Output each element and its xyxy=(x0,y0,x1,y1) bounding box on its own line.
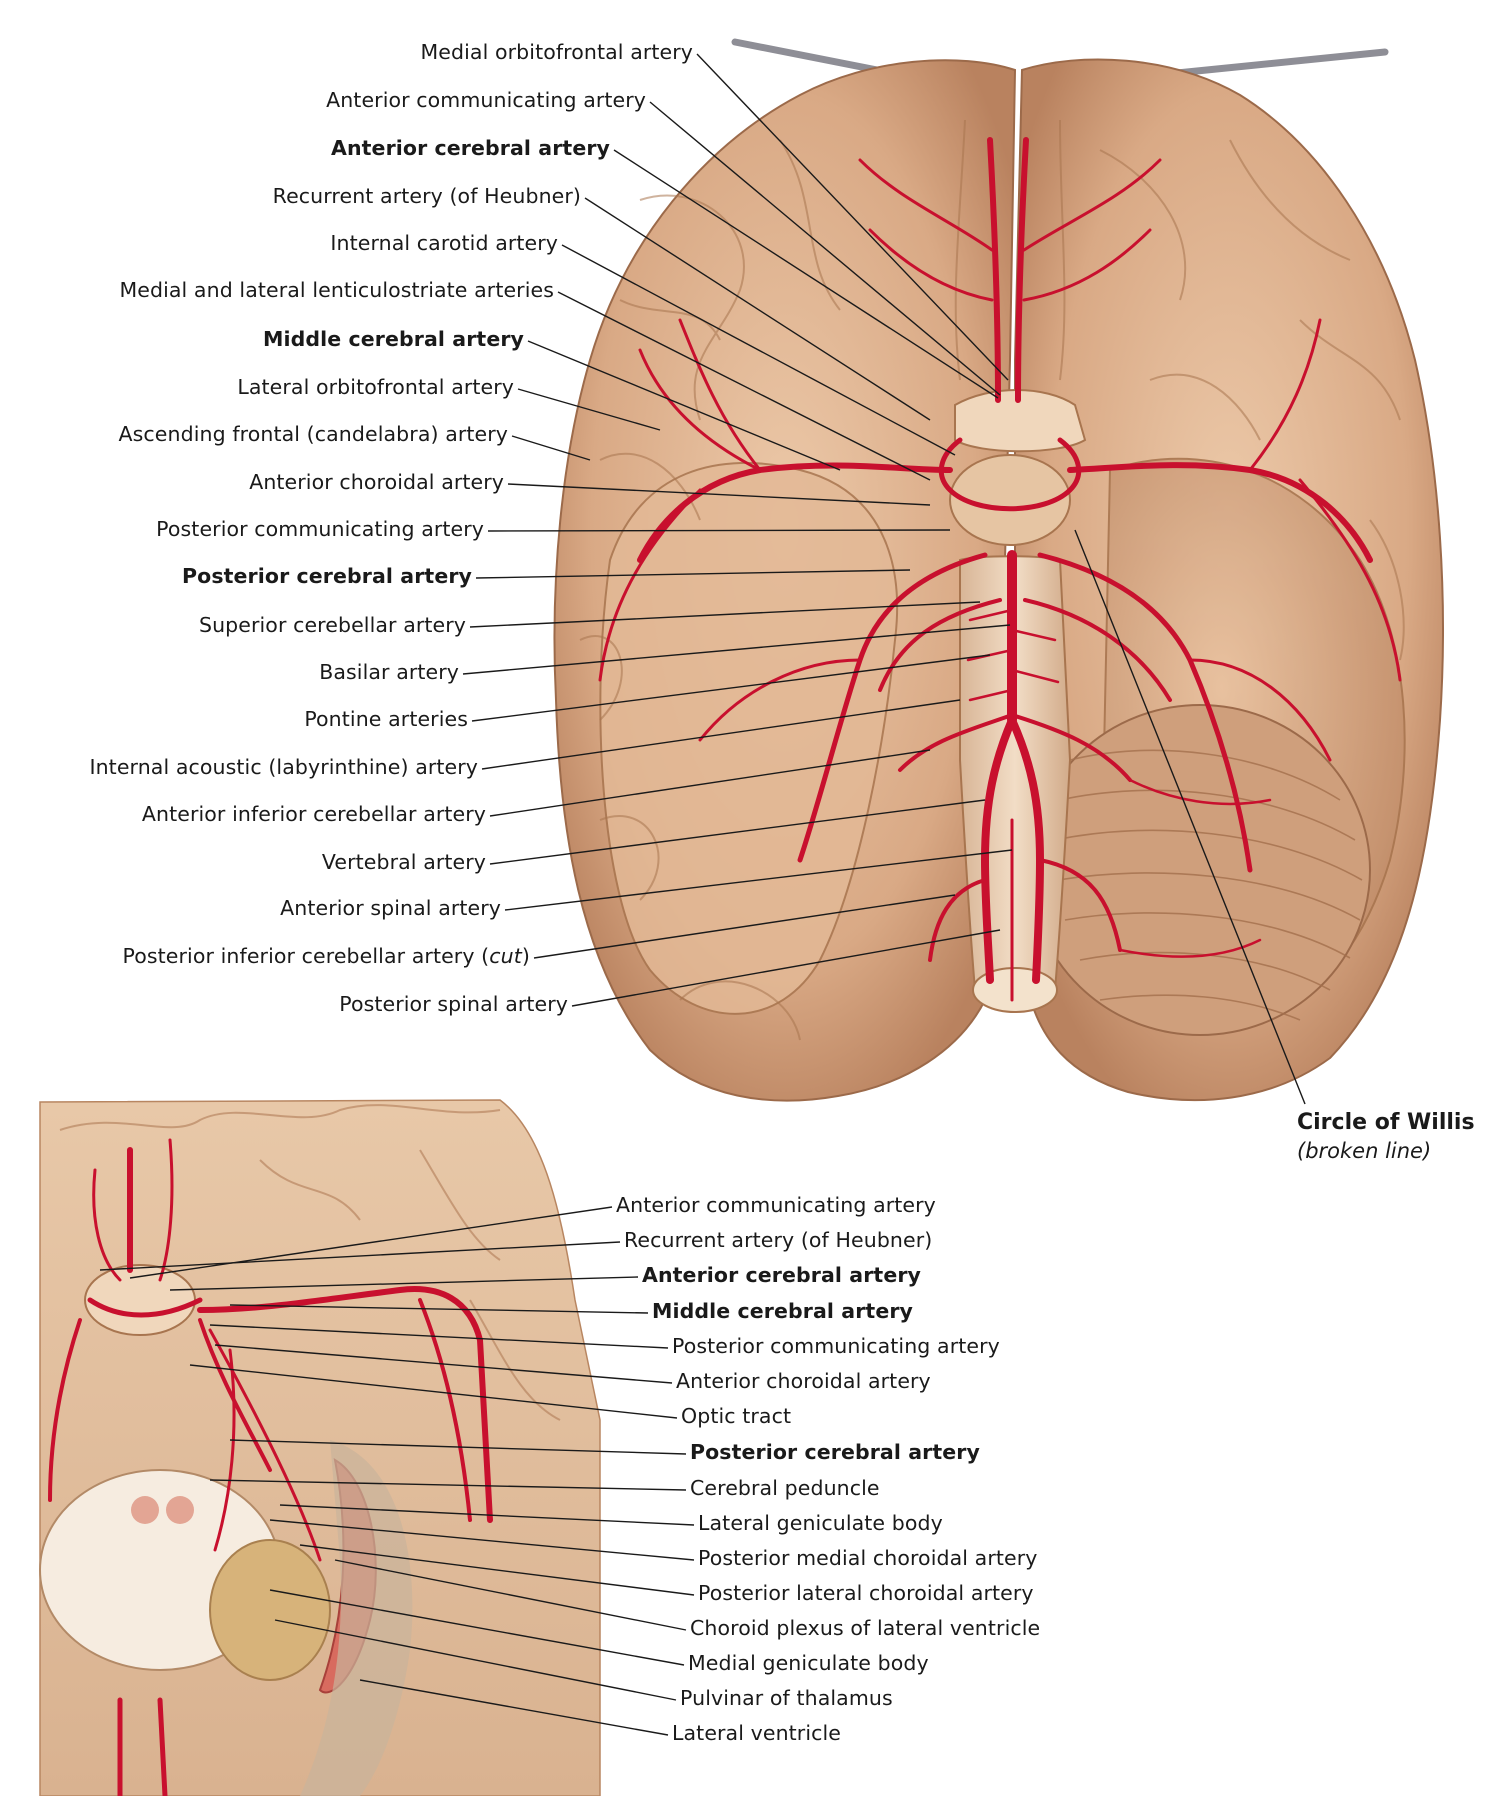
inset-leader-9 xyxy=(209,1479,687,1491)
main-brain-view xyxy=(553,38,1444,1102)
inset-label-posterior-communicating-artery: Posterior communicating artery xyxy=(672,1334,1000,1358)
circle-of-willis-title: Circle of Willis xyxy=(1297,1110,1475,1135)
inset-leader-4 xyxy=(229,1304,649,1314)
label-posterior-cerebral-artery: Posterior cerebral artery xyxy=(182,564,472,588)
leader-anterior-communicating xyxy=(649,101,1001,396)
inset-gyri xyxy=(59,1104,561,1421)
leader-anterior-choroidal xyxy=(507,483,931,506)
leader-lenticulostriate xyxy=(557,291,931,481)
inset-leader-1 xyxy=(129,1206,613,1279)
leader-aica xyxy=(489,749,931,817)
inset-leader-5 xyxy=(209,1324,669,1349)
label-anterior-inferior-cerebellar-artery: Anterior inferior cerebellar artery xyxy=(141,802,486,826)
inset-label-posterior-cerebral-artery: Posterior cerebral artery xyxy=(690,1440,980,1464)
inset-arteries xyxy=(48,1138,493,1796)
leader-vertebral xyxy=(489,799,986,865)
inset-leader-7 xyxy=(189,1364,678,1419)
inset-leader-10 xyxy=(279,1504,695,1526)
inset-leader-16 xyxy=(359,1679,669,1736)
inset-label-lateral-geniculate-body: Lateral geniculate body xyxy=(698,1511,943,1535)
cerebellum xyxy=(1029,704,1371,1036)
label-recurrent-artery-heubner: Recurrent artery (of Heubner) xyxy=(272,184,581,208)
inset-brain xyxy=(39,1099,601,1796)
inset-leader-8 xyxy=(229,1439,687,1455)
label-anterior-cerebral-artery: Anterior cerebral artery xyxy=(331,136,610,160)
leader-lines xyxy=(99,53,1306,1736)
inset-leader-2 xyxy=(99,1241,621,1271)
leader-posterior-spinal xyxy=(571,929,1001,1007)
inset-nucleus-left xyxy=(131,1496,159,1524)
inset-label-posterior-medial-choroidal-artery: Posterior medial choroidal artery xyxy=(698,1546,1038,1570)
inset-label-cerebral-peduncle: Cerebral peduncle xyxy=(690,1476,880,1500)
label-posterior-communicating-artery: Posterior communicating artery xyxy=(156,517,484,541)
leader-anterior-cerebral xyxy=(613,149,999,399)
inset-nucleus-right xyxy=(166,1496,194,1524)
inset-pulvinar xyxy=(209,1539,331,1681)
inset-label-anterior-cerebral-artery: Anterior cerebral artery xyxy=(642,1263,921,1287)
label-anterior-choroidal-artery: Anterior choroidal artery xyxy=(249,470,504,494)
leader-posterior-cerebral xyxy=(475,569,911,579)
pica-cut-note: cut xyxy=(489,944,522,968)
circle-of-willis-subtitle: (broken line) xyxy=(1297,1139,1432,1163)
inset-chiasm xyxy=(84,1264,196,1336)
label-posterior-spinal-artery: Posterior spinal artery xyxy=(339,992,568,1016)
leader-circle-of-willis xyxy=(1074,529,1306,1105)
leader-lateral-orbitofrontal xyxy=(517,388,661,431)
label-middle-cerebral-artery: Middle cerebral artery xyxy=(262,327,524,351)
inset-leader-3 xyxy=(169,1276,639,1291)
inset-label-anterior-communicating-artery: Anterior communicating artery xyxy=(616,1193,936,1217)
inset-label-optic-tract: Optic tract xyxy=(681,1404,792,1428)
label-internal-acoustic-artery: Internal acoustic (labyrinthine) artery xyxy=(89,755,478,779)
inset-label-choroid-plexus: Choroid plexus of lateral ventricle xyxy=(690,1616,1041,1640)
leader-recurrent-heubner xyxy=(584,197,931,421)
leader-medial-orbitofrontal xyxy=(696,53,1009,381)
label-pontine-arteries: Pontine arteries xyxy=(304,707,468,731)
label-anterior-communicating-artery: Anterior communicating artery xyxy=(326,88,646,112)
inset-label-recurrent-artery-heubner: Recurrent artery (of Heubner) xyxy=(624,1228,933,1252)
leader-pica xyxy=(533,894,956,959)
leader-anterior-spinal xyxy=(504,849,1013,911)
inset-lateral-ventricle xyxy=(300,1440,413,1796)
inset-label-pulvinar-of-thalamus: Pulvinar of thalamus xyxy=(680,1686,893,1710)
circle-of-willis-callout: Circle of Willis (broken line) xyxy=(1297,1108,1475,1166)
label-ascending-frontal-artery: Ascending frontal (candelabra) artery xyxy=(118,422,508,446)
leader-internal-acoustic xyxy=(481,699,961,770)
label-basilar-artery: Basilar artery xyxy=(319,660,459,684)
inset-label-medial-geniculate-body: Medial geniculate body xyxy=(688,1651,929,1675)
inset-leader-13 xyxy=(334,1559,687,1631)
inset-leader-11 xyxy=(269,1519,695,1561)
leader-pontine xyxy=(471,654,991,722)
pica-text: Posterior inferior cerebellar artery xyxy=(122,944,475,968)
inset-view xyxy=(39,1099,601,1796)
label-posterior-inferior-cerebellar-artery: Posterior inferior cerebellar artery (cu… xyxy=(122,944,530,968)
leader-internal-carotid xyxy=(561,244,956,456)
inset-leader-15 xyxy=(274,1619,677,1701)
inset-leader-12 xyxy=(299,1544,695,1596)
spinal-cord-cut xyxy=(972,967,1058,1013)
leader-superior-cerebellar xyxy=(469,601,981,628)
label-lateral-orbitofrontal-artery: Lateral orbitofrontal artery xyxy=(237,375,514,399)
leader-ascending-frontal xyxy=(511,435,591,461)
inset-label-posterior-lateral-choroidal-artery: Posterior lateral choroidal artery xyxy=(698,1581,1034,1605)
label-internal-carotid-artery: Internal carotid artery xyxy=(330,231,558,255)
label-medial-orbitofrontal-artery: Medial orbitofrontal artery xyxy=(420,40,693,64)
inset-leader-14 xyxy=(269,1589,685,1666)
inset-label-anterior-choroidal-artery: Anterior choroidal artery xyxy=(676,1369,931,1393)
label-anterior-spinal-artery: Anterior spinal artery xyxy=(280,896,501,920)
leader-basilar xyxy=(462,624,1011,675)
pons xyxy=(949,454,1071,546)
inset-label-lateral-ventricle: Lateral ventricle xyxy=(672,1721,842,1745)
inset-leader-6 xyxy=(214,1344,673,1384)
label-superior-cerebellar-artery: Superior cerebellar artery xyxy=(198,613,466,637)
leader-posterior-communicating xyxy=(487,529,951,532)
inset-label-middle-cerebral-artery: Middle cerebral artery xyxy=(652,1299,914,1323)
label-vertebral-artery: Vertebral artery xyxy=(321,850,486,874)
label-lenticulostriate-arteries: Medial and lateral lenticulostriate arte… xyxy=(119,278,554,302)
leader-middle-cerebral xyxy=(527,340,841,471)
